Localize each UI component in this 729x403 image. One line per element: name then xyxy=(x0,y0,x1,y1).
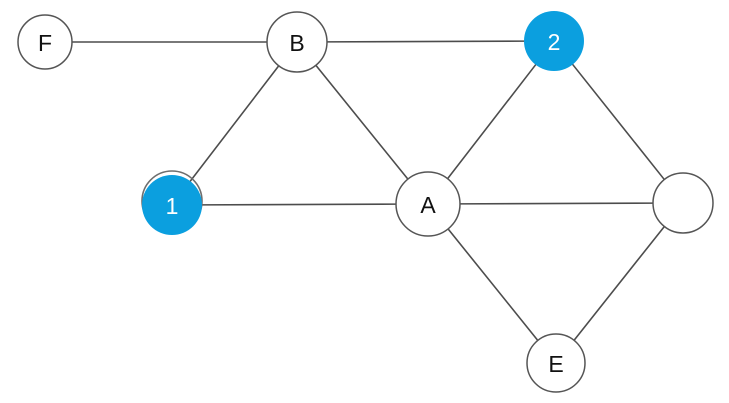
node-circle[interactable] xyxy=(142,175,202,235)
graph-edge-2-G[interactable] xyxy=(571,62,666,182)
node-circle[interactable] xyxy=(524,11,584,71)
node-circle[interactable] xyxy=(17,14,73,70)
node-circle[interactable] xyxy=(266,11,328,73)
node-circle[interactable] xyxy=(526,333,586,393)
node-circle[interactable] xyxy=(652,172,714,234)
edge-layer xyxy=(70,40,666,342)
graph-edge-A-E[interactable] xyxy=(446,227,540,342)
graph-edge-1-A[interactable] xyxy=(200,203,398,206)
graph-node-B[interactable]: B xyxy=(266,11,328,73)
graph-node-1[interactable]: 1 xyxy=(141,170,203,235)
graph-edge-E-G[interactable] xyxy=(572,224,666,342)
graph-edge-A-G[interactable] xyxy=(458,202,655,205)
graph-edge-2-A[interactable] xyxy=(446,63,538,181)
graph-edge-B-1[interactable] xyxy=(188,64,281,183)
graph-node-E[interactable]: E xyxy=(526,333,586,393)
graph-edge-B-A[interactable] xyxy=(314,63,410,181)
graph-node-F[interactable]: F xyxy=(17,14,73,70)
graph-node-A[interactable]: A xyxy=(395,171,461,237)
graph-node-2[interactable]: 2 xyxy=(524,11,584,71)
node-circle[interactable] xyxy=(395,171,461,237)
graph-node-G[interactable] xyxy=(652,172,714,234)
node-layer: F B 2 1 A E xyxy=(17,11,714,393)
graph-edge-B-2[interactable] xyxy=(325,40,526,43)
